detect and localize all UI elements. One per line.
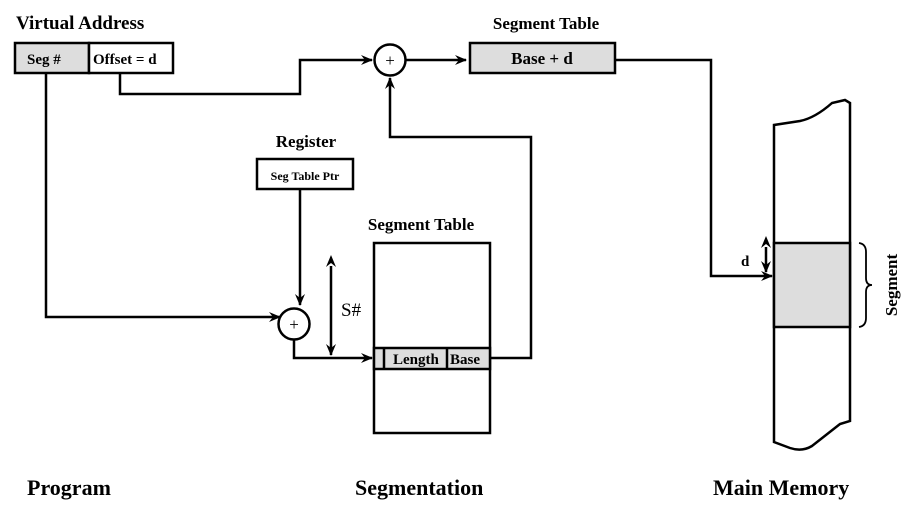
offset-field — [87, 41, 175, 75]
program-label: Program — [27, 475, 111, 500]
memory-offset-label: d — [741, 254, 750, 270]
segment-brace-icon — [858, 242, 873, 328]
segment-table — [372, 241, 492, 435]
base-plus-d-box — [468, 41, 617, 75]
result-title: Segment Table — [493, 14, 600, 33]
top-adder-plus: + — [385, 51, 395, 70]
segnum-to-adder-arrow — [44, 73, 281, 322]
segment-index-label: S# — [341, 300, 362, 321]
segment-table-entry — [372, 346, 492, 371]
entry-base-label: Base — [450, 352, 480, 368]
result-to-memory-arrow — [615, 58, 773, 281]
offset-to-adder-arrow — [118, 55, 373, 96]
lower-adder-icon — [277, 307, 311, 341]
register-label: Seg Table Ptr — [271, 169, 340, 183]
virtual-address-title: Virtual Address — [16, 13, 144, 34]
main-memory-label: Main Memory — [713, 475, 849, 500]
offset-label: Offset = d — [93, 52, 157, 68]
base-to-adder-arrow — [385, 77, 533, 360]
adder-to-entry-arrow — [292, 340, 373, 363]
base-plus-d-label: Base + d — [511, 49, 573, 68]
seg-number-label: Seg # — [27, 52, 61, 68]
register-title: Register — [276, 132, 337, 151]
memory-segment — [772, 241, 852, 329]
lower-adder-plus: + — [289, 315, 299, 334]
segment-table-title: Segment Table — [368, 215, 475, 234]
top-adder-icon — [373, 43, 407, 77]
segmentation-label: Segmentation — [355, 475, 483, 500]
register-box — [255, 157, 355, 191]
seg-number-field — [13, 41, 91, 75]
entry-length-label: Length — [393, 352, 440, 368]
segment-label: Segment — [882, 254, 901, 317]
